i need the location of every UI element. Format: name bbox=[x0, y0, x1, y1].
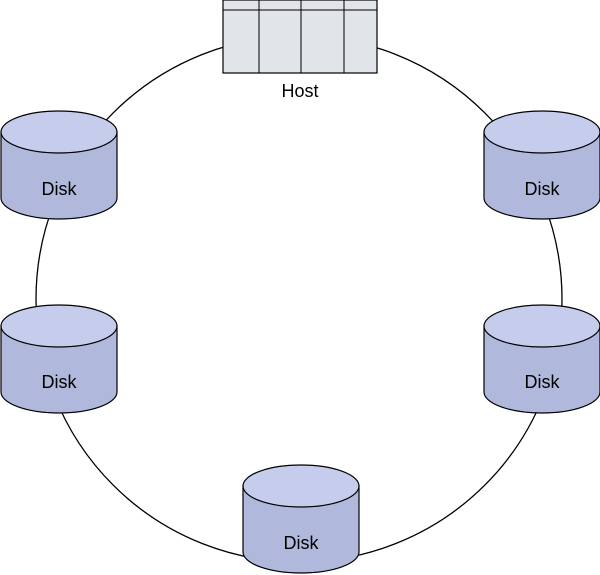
disk-label: Disk bbox=[284, 533, 320, 553]
host-label: Host bbox=[281, 81, 318, 101]
disk-label: Disk bbox=[525, 179, 561, 199]
host-body bbox=[222, 0, 378, 74]
disk-top-left: Disk bbox=[0, 110, 118, 220]
disk-top-right: Disk bbox=[483, 110, 600, 220]
disk-middle-right: Disk bbox=[483, 304, 600, 414]
disk-label: Disk bbox=[42, 179, 78, 199]
disk-label: Disk bbox=[525, 372, 561, 392]
disk-label: Disk bbox=[42, 372, 78, 392]
disk-middle-left: Disk bbox=[0, 304, 118, 414]
host-node: Host bbox=[222, 0, 378, 101]
disk-bottom: Disk bbox=[242, 464, 360, 574]
